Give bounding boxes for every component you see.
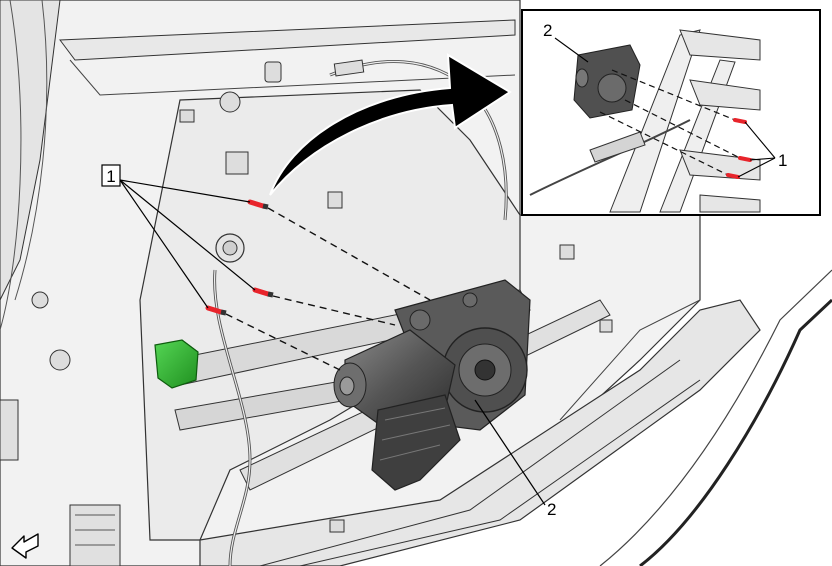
callout-leaders: [119, 179, 546, 506]
inset-callout-2-label: 2: [543, 21, 552, 40]
removal-direction-arrow: [269, 53, 512, 196]
bolt-upper: [247, 199, 269, 210]
alignment-lines: [225, 207, 431, 371]
bolt-middle: [252, 287, 274, 298]
window-motor: [333, 279, 531, 491]
front-direction-arrow-icon: [11, 533, 39, 559]
bolt-lower: [205, 305, 227, 316]
inset-detail-view: 1 2: [521, 9, 821, 216]
callout-1-label: 1: [106, 167, 115, 186]
callout-1: 1: [101, 164, 121, 187]
electrical-connector: [154, 339, 199, 389]
inset-callout-1-label: 1: [778, 151, 787, 170]
callout-2-label: 2: [547, 500, 556, 519]
